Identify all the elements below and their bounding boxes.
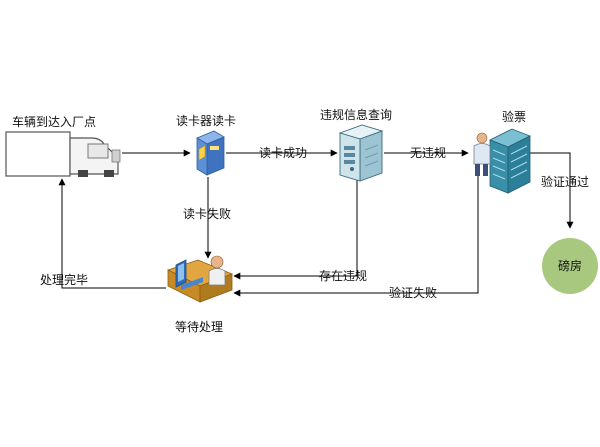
edge-ticket-to-weighbridge bbox=[528, 152, 574, 229]
edge-waiting-to-vehicle bbox=[58, 178, 166, 289]
card-reader-icon bbox=[196, 130, 225, 176]
edge-label-no-violation: 无违规 bbox=[410, 145, 446, 160]
edge-label-card-read-success: 读卡成功 bbox=[259, 146, 307, 160]
edge-label-ticket-fail: 验证失败 bbox=[389, 285, 437, 300]
weighbridge-node bbox=[542, 238, 598, 294]
server-icon bbox=[338, 124, 384, 182]
card-reader-label: 读卡器读卡 bbox=[176, 114, 236, 128]
violation-query-label: 违规信息查询 bbox=[320, 107, 392, 122]
edge-ticket-to-waiting bbox=[233, 171, 479, 297]
edge-label-ticket-pass: 验证通过 bbox=[541, 174, 589, 189]
edge-query-to-waiting bbox=[233, 180, 358, 280]
waiting-label: 等待处理 bbox=[175, 320, 223, 334]
weighbridge-label: 磅房 bbox=[558, 258, 582, 273]
truck-icon bbox=[5, 131, 121, 177]
edge-label-card-read-fail: 读卡失败 bbox=[183, 206, 231, 221]
vehicle-label: 车辆到达入厂点 bbox=[12, 114, 96, 129]
operator-icon bbox=[166, 255, 234, 303]
ticket-check-icon bbox=[473, 128, 531, 194]
edge-label-has-violation: 存在违规 bbox=[319, 268, 367, 283]
ticket-check-label: 验票 bbox=[502, 109, 526, 124]
edge-label-handled: 处理完毕 bbox=[40, 272, 88, 287]
